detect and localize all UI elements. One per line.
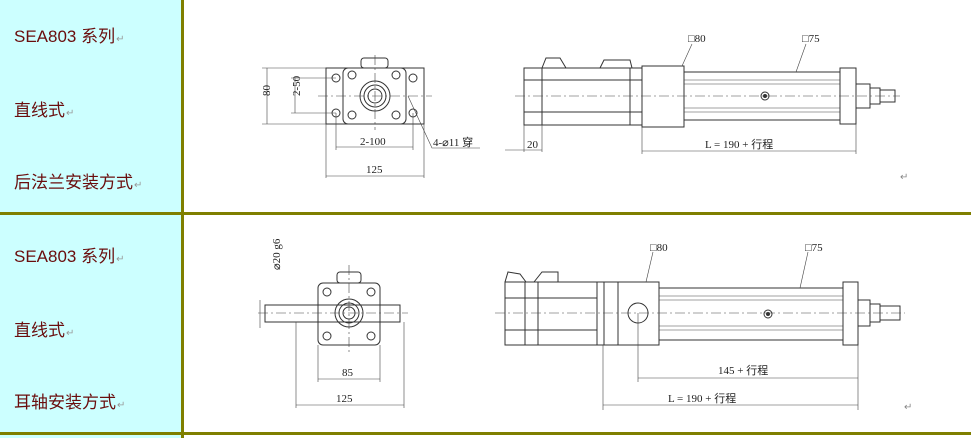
paragraph-mark: ↵ [904,402,913,413]
dim-inner-width: 85 [342,367,354,379]
row1-type: 直线式↵ [14,101,75,120]
row1-series: SEA803 系列↵ [14,27,125,46]
row2-type: 直线式↵ [14,321,75,340]
table-border-bottom [0,432,971,435]
label-square-75: □75 [805,242,823,254]
dim-offset: 20 [527,139,539,151]
dim-hole-spacing-v: 2-50 [291,75,303,96]
dim-height: 80 [261,85,273,97]
row2-side-view: 145 + 行程 L = 190 + 行程 □80 □75 [495,242,905,410]
row2-front-view: ⌀20 g6 85 125 [258,238,408,408]
paragraph-mark: ↵ [900,172,909,183]
dim-length: L = 190 + 行程 [668,392,736,405]
dim-width: 125 [336,393,353,405]
row2-series: SEA803 系列↵ [14,247,125,266]
table-border-row-divider [0,212,971,215]
row1-side-view: 20 L = 190 + 行程 □80 □75 [505,33,900,154]
table-border-vertical [181,0,184,438]
dim-shaft: ⌀20 g6 [271,238,283,270]
dim-hole-spacing-h: 2-100 [360,136,386,148]
label-square-80: □80 [688,33,706,45]
row1-front-view: 80 2-50 2-100 125 4-⌀11 穿 [261,55,480,178]
label-square-80: □80 [650,242,668,254]
row1-mount: 后法兰安装方式↵ [14,173,143,192]
row2-mount: 耳轴安装方式↵ [14,393,126,412]
dim-holes: 4-⌀11 穿 [433,135,473,149]
dim-width: 125 [366,164,383,176]
dim-length: L = 190 + 行程 [705,138,773,151]
label-square-75: □75 [802,33,820,45]
label-column [0,0,181,438]
dim-pivot-length: 145 + 行程 [718,364,768,377]
